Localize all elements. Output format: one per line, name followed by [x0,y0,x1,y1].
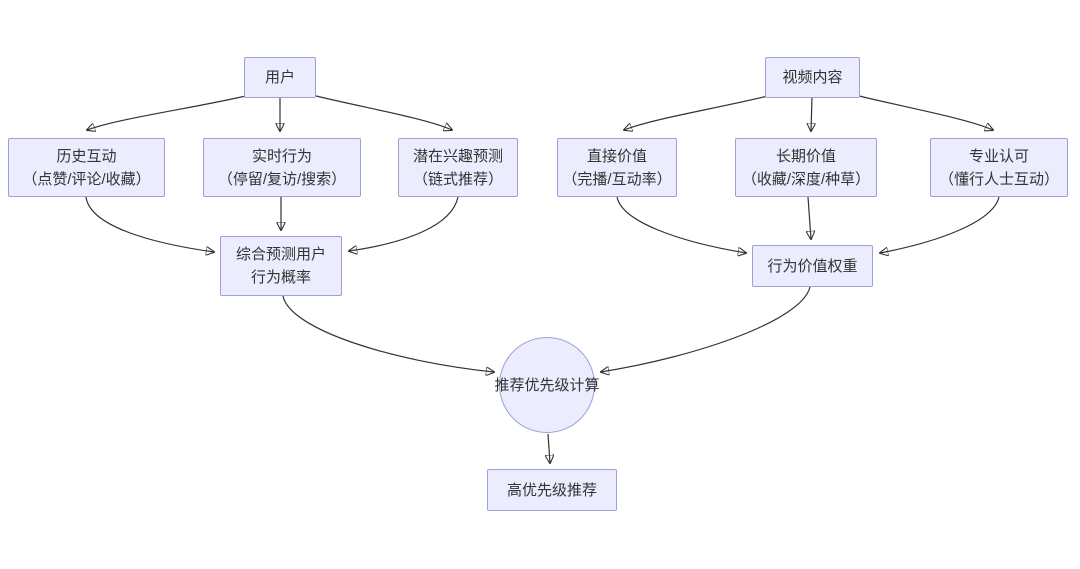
node-label: 直接价值 [586,147,647,165]
edge-professional-to-weight [880,196,1000,253]
node-sublabel: 行为概率 [250,269,311,286]
node-predicted-behavior-probability: 综合预测用户 行为概率 [220,236,342,296]
edge-predict-to-priority [282,295,494,372]
node-sublabel: （懂行人士互动） [938,170,1059,188]
node-sublabel: （完播/互动率） [562,170,672,188]
node-label: 推荐优先级计算 [494,376,600,394]
node-professional-recognition: 专业认可 （懂行人士互动） [930,138,1068,197]
node-label: 历史互动 [56,147,117,165]
node-label: 专业认可 [968,147,1029,165]
edge-user-to-potential [311,94,452,130]
node-label: 用户 [264,69,295,86]
node-potential-interest: 潜在兴趣预测 （链式推荐） [398,138,518,197]
node-label: 视频内容 [782,69,843,86]
node-longterm-value: 长期价值 （收藏/深度/种草） [735,138,877,197]
node-sublabel: （点赞/评论/收藏） [22,170,151,188]
edge-video-to-professional [854,94,993,130]
edge-user-to-history [87,94,251,130]
edge-longterm-to-weight [808,196,811,239]
node-sublabel: （收藏/深度/种草） [741,170,871,188]
node-label: 行为价值权重 [767,257,858,275]
node-label: 综合预测用户 [235,246,326,263]
node-priority-calculation: 推荐优先级计算 [495,337,600,433]
node-label: 实时行为 [251,147,312,165]
node-user: 用户 [244,57,316,98]
node-behavior-value-weight: 行为价值权重 [752,245,873,287]
edge-video-to-longterm [811,97,812,131]
edge-priority-to-highrec [548,433,550,463]
node-sublabel: （停留/复访/搜索） [217,170,347,188]
node-realtime-behavior: 实时行为 （停留/复访/搜索） [203,138,361,197]
node-history-interaction: 历史互动 （点赞/评论/收藏） [8,138,165,197]
edge-direct-to-weight [616,196,746,253]
edge-potential-to-predict [349,196,459,251]
node-label: 长期价值 [775,147,836,165]
edge-weight-to-priority [601,286,811,372]
node-direct-value: 直接价值 （完播/互动率） [557,138,677,197]
node-label: 潜在兴趣预测 [412,147,503,165]
edge-video-to-direct [624,94,773,130]
node-label: 高优先级推荐 [506,481,597,499]
edge-history-to-predict [85,196,214,252]
node-high-priority-recommendation: 高优先级推荐 [487,469,617,511]
node-sublabel: （链式推荐） [412,170,503,188]
node-video-content: 视频内容 [765,57,860,98]
